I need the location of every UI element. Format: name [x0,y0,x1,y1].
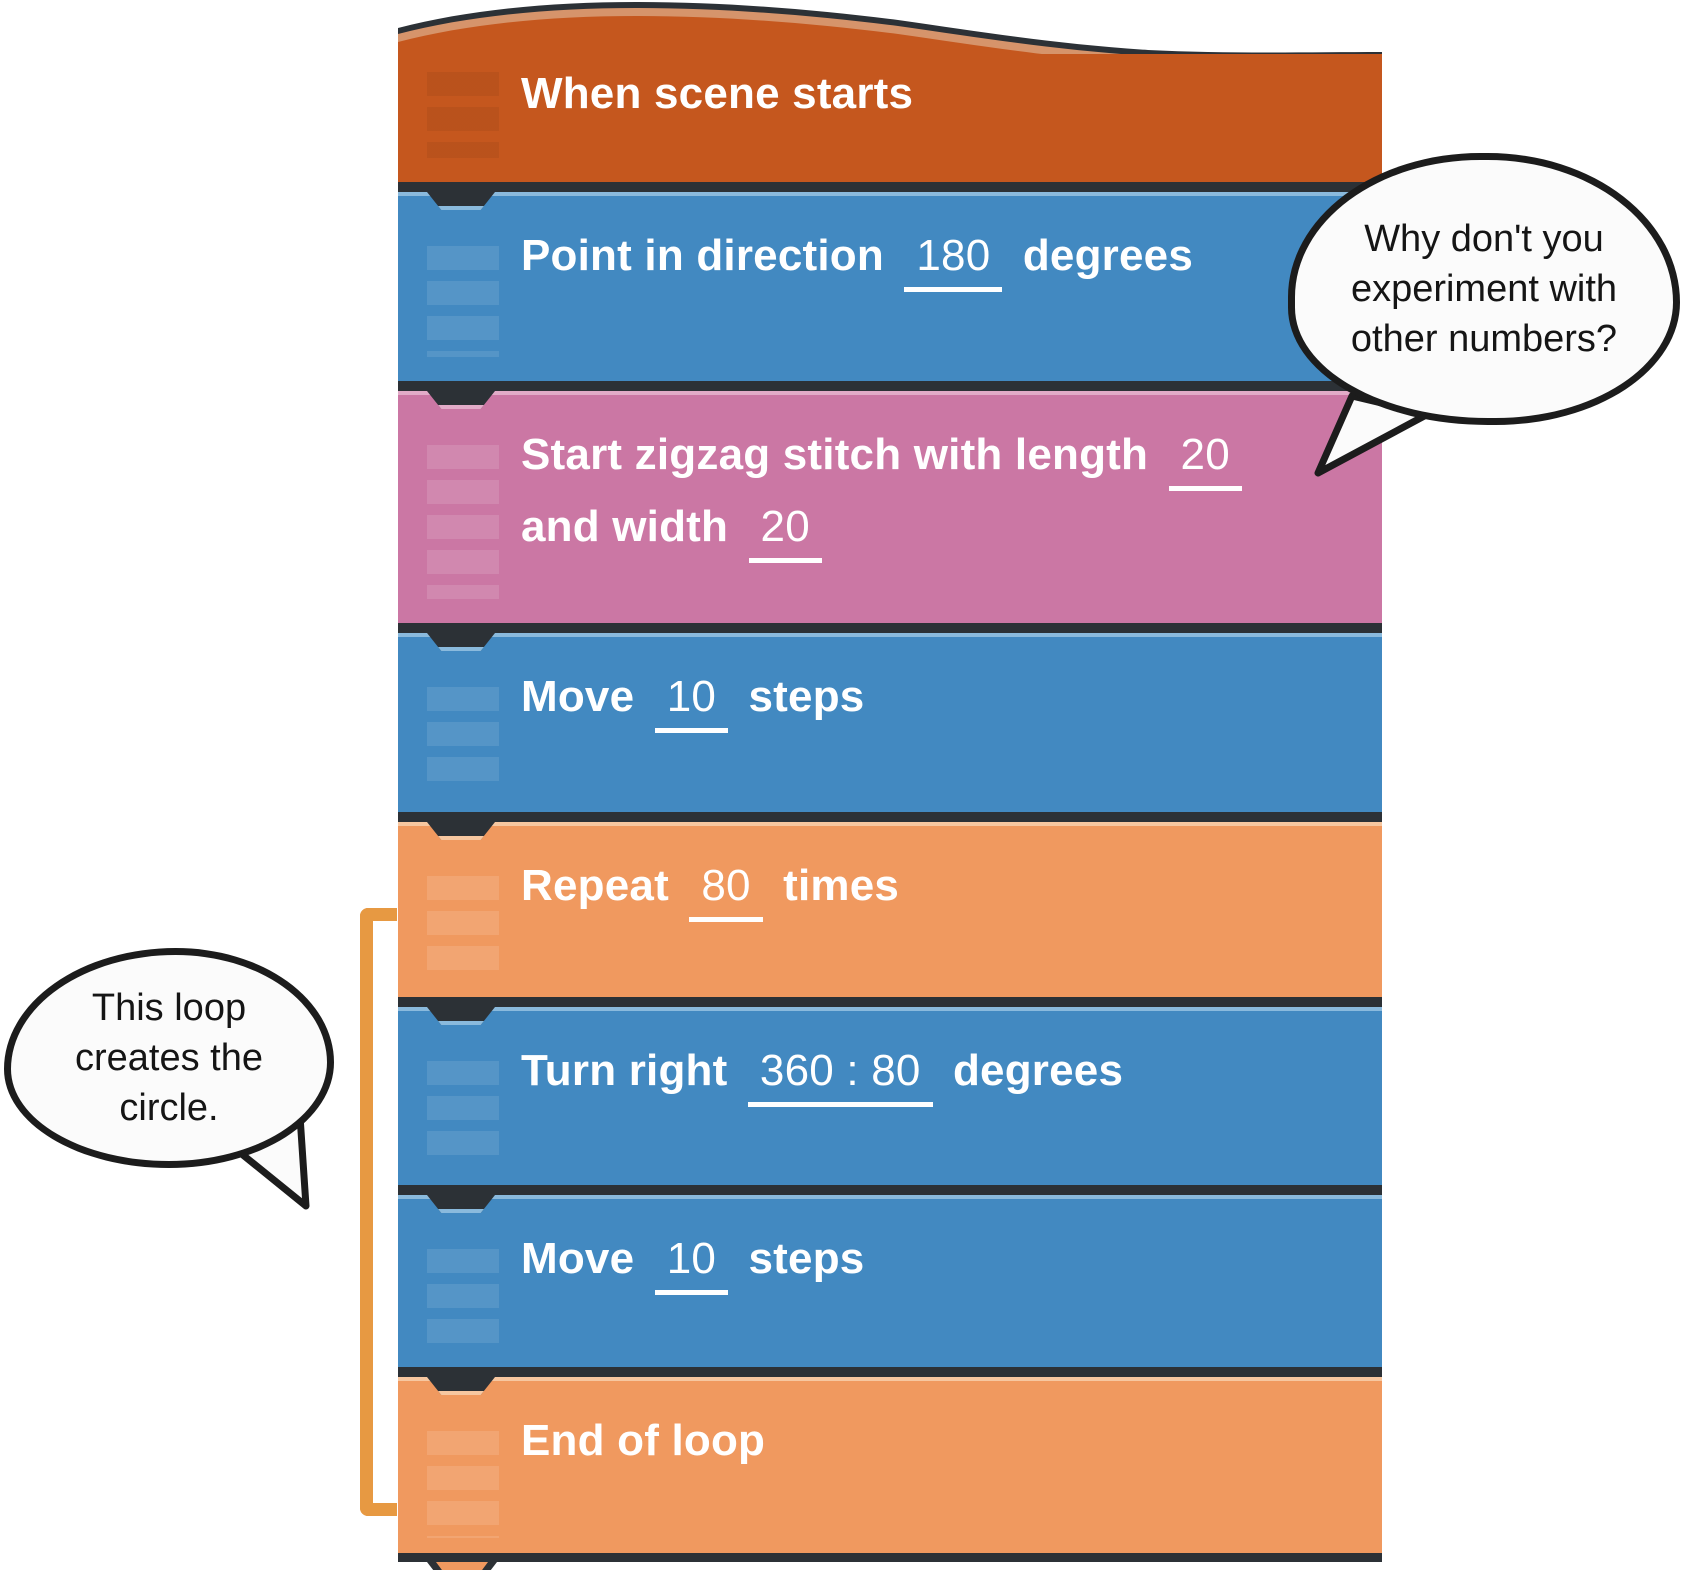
bubble-loop-note-text: This loop creates the circle. [75,987,263,1129]
grip-texture [427,1061,499,1161]
hat-body [398,54,1382,182]
block-top-border [398,1007,1382,1011]
block-end-of-loop[interactable]: End of loop [398,1367,1382,1562]
block-top-border [398,1367,1382,1377]
block-top-border [398,1377,1382,1381]
loop-bracket [360,908,397,1516]
block-top-border [398,633,1382,637]
hat-curve [398,2,1382,60]
grip-texture [427,876,499,973]
block-top-border [398,381,1382,391]
notch-pocket [427,633,495,651]
block-label: steps [748,1234,865,1283]
block-label: steps [748,672,865,721]
block-top-border [398,391,1382,395]
block-move-steps-2[interactable]: Move 10 steps [398,1185,1382,1367]
block-label-row: Move 10 steps [398,1185,1382,1295]
grip-texture [427,445,499,599]
block-label: and width [521,502,729,551]
notch-pocket [427,822,495,840]
block-top-border [398,812,1382,822]
block-label: End of loop [521,1416,766,1465]
grip-texture [427,1431,499,1538]
block-top-border [398,192,1382,196]
block-bottom-tab-fill [436,1562,488,1570]
block-top-border [398,623,1382,633]
block-move-steps-1[interactable]: Move 10 steps [398,623,1382,812]
block-turn-right[interactable]: Turn right 360 : 80 degrees [398,997,1382,1185]
block-when-scene-starts[interactable]: When scene starts [398,2,1382,182]
block-top-border [398,182,1382,192]
notch-pocket [427,1007,495,1025]
block-top-border [398,822,1382,826]
value-field[interactable]: 180 [904,227,1003,292]
grip-texture [427,1249,499,1343]
block-top-border [398,1195,1382,1199]
notch-pocket [427,1195,495,1213]
block-label: degrees [1022,231,1193,280]
block-bottom-border [398,1553,1382,1562]
block-start-zigzag-stitch[interactable]: Start zigzag stitch with length 20 and w… [398,381,1382,623]
block-top-border [398,1185,1382,1195]
grip-texture [427,72,499,158]
block-repeat-times[interactable]: Repeat 80 times [398,812,1382,997]
block-label: Start zigzag stitch with length [521,430,1149,479]
value-field[interactable]: 20 [748,498,822,563]
block-stack: When scene starts Point in direction 180… [398,0,1382,1570]
bubble-hint: Why don't you experiment with other numb… [1288,153,1680,425]
block-label: When scene starts [521,69,914,118]
block-label: Move [521,1234,635,1283]
block-label: Repeat [521,861,669,910]
bubble-hint-text: Why don't you experiment with other numb… [1350,218,1618,360]
block-label: Turn right [521,1046,728,1095]
value-field[interactable]: 10 [654,1230,729,1295]
block-label: times [783,861,900,910]
block-point-in-direction[interactable]: Point in direction 180 degrees [398,182,1382,381]
value-field[interactable]: 20 [1168,426,1242,491]
grip-texture [427,687,499,788]
block-label-row: Repeat 80 times [398,812,1382,922]
notch-pocket [427,391,495,409]
block-label: Move [521,672,635,721]
block-label: degrees [952,1046,1124,1095]
block-top-border [398,997,1382,1007]
grip-texture [427,246,499,357]
block-label-row: Point in direction 180 degrees [398,182,1382,292]
block-label-row: When scene starts [398,2,1382,130]
block-label-row: Start zigzag stitch with length 20 and w… [398,381,1382,563]
value-field[interactable]: 10 [654,668,729,733]
notch-pocket [427,192,495,210]
value-field[interactable]: 80 [689,857,763,922]
block-label: Point in direction [521,231,884,280]
bubble-loop-note: This loop creates the circle. [4,948,334,1168]
block-label-row: Turn right 360 : 80 degrees [398,997,1382,1107]
notch-pocket [427,1377,495,1395]
value-field[interactable]: 360 : 80 [747,1042,933,1107]
block-label-row: End of loop [398,1367,1382,1477]
block-label-row: Move 10 steps [398,623,1382,733]
